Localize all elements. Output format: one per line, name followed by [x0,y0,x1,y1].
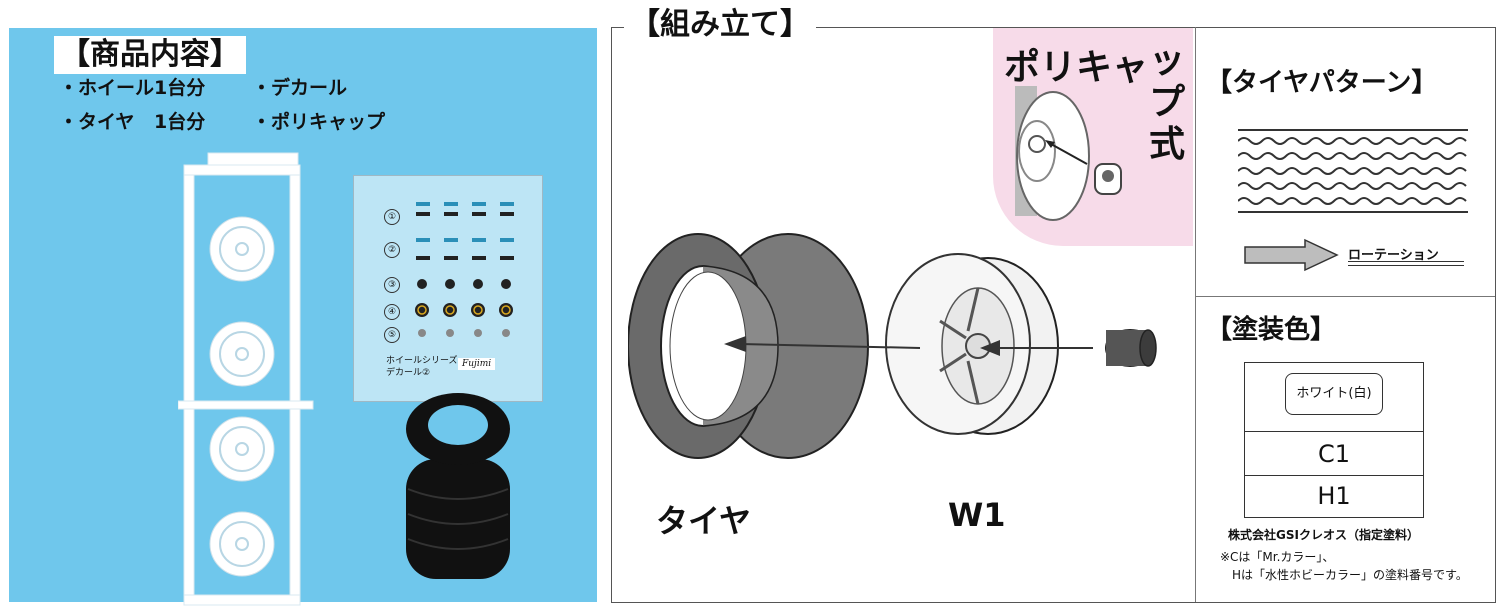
polycap-wheel-image [1015,86,1122,221]
paint-code-c: C1 [1245,431,1423,476]
assembly-heading: 【組み立て】 [624,6,816,44]
decal-marks-image [415,202,514,337]
rotation-underline [1348,261,1464,266]
decal-caption-1: ホイールシリーズ [386,356,458,366]
decal-number-1: ① [384,209,400,225]
decal-sheet: ① ② ③ ④ ⑤ ホイールシリーズ デカール② Fujimi [353,175,543,402]
wheel-label: W1 [948,496,1006,534]
item-polycap-label: ・ポリキャップ [252,111,386,133]
paint-heading: 【塗装色】 [1200,311,1343,349]
decal-caption-2: デカール② [386,368,431,378]
polycap-label-vertical: ップ式 [1148,40,1185,165]
item-decal-label: ・デカール [252,77,348,99]
assembly-diagram [628,233,1157,459]
polycap-label-horizontal: ポリキャ [1004,47,1149,88]
paint-color-chip: ホワイト(白) [1285,373,1383,415]
decal-logo: Fujimi [458,358,496,370]
paint-code-h: H1 [1245,475,1423,516]
polycap-inset: ポリキャ ップ式 [993,28,1193,246]
decal-number-2: ② [384,242,400,258]
divider-horizontal [1195,296,1495,297]
tire-pattern-image [1238,129,1468,213]
wheel-runner-image [178,152,314,606]
paint-note-1: ※Cは「Mr.カラー」、 [1220,550,1335,564]
item-tire-label: ・タイヤ [59,111,135,133]
tire-label: タイヤ [656,502,752,540]
divider-vertical [1195,27,1196,602]
contents-heading: 【商品内容】 [54,36,246,74]
item-wheel-qty: 1台分 [154,77,206,99]
paint-table: ホワイト(白) C1 H1 [1244,362,1424,518]
decal-number-5: ⑤ [384,327,400,343]
contents-panel: 【商品内容】 ・ホイール 1台分 ・タイヤ 1台分 ・デカール ・ポリキャップ [9,28,597,606]
paint-maker: 株式会社GSIクレオス（指定塗料） [1228,528,1419,542]
tire-pattern-heading: 【タイヤパターン】 [1200,64,1444,102]
tire-stack-image [406,393,510,579]
rotation-arrow-icon [1244,238,1339,272]
item-tire-qty: 1台分 [154,111,206,133]
decal-number-4: ④ [384,304,400,320]
rotation-label: ローテーション [1348,248,1439,263]
decal-number-3: ③ [384,277,400,293]
item-wheel-label: ・ホイール [59,77,155,99]
paint-note-2: Hは「水性ホビーカラー」の塗料番号です。 [1232,568,1468,582]
